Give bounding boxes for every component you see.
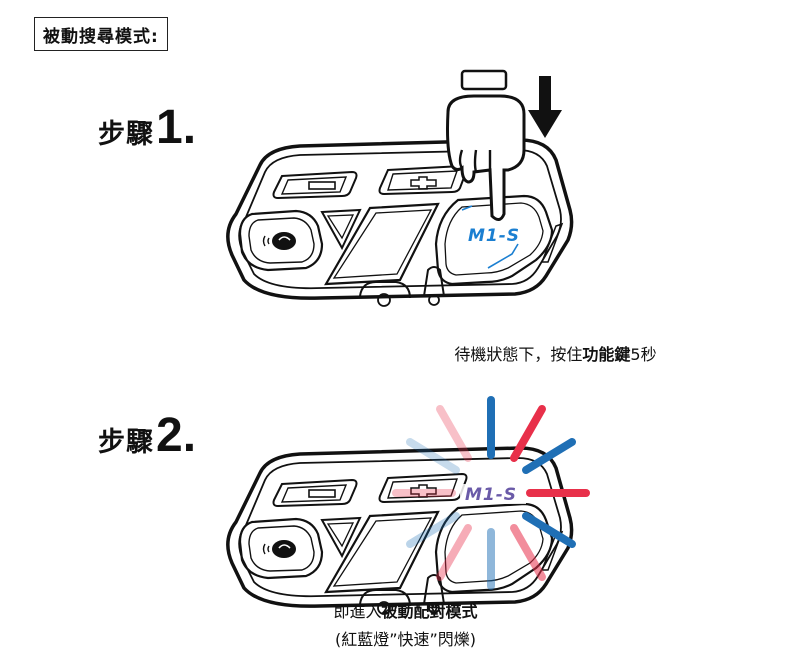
finger-press-icon [446,69,526,221]
step-2-note: (紅藍燈”快速”閃爍) [334,630,477,649]
step-2-caption: 即進入被動配對模式 [0,598,811,622]
device-logo-step-2: M1-S [465,485,517,505]
arrow-down-icon [528,76,562,138]
blinking-lights [392,396,590,590]
device-logo-step-1: M1-S [468,226,520,246]
step-2-word: 步驟 [98,427,154,458]
caption-2-prefix: 即進入 [333,602,382,621]
device-step-1: M1-S [226,138,574,308]
caption-2-bold: 被動配對模式 [381,602,478,621]
caption-1-bold: 功能鍵 [582,345,631,364]
step-1-number: 1. [156,101,197,154]
step-1-word: 步驟 [98,119,154,150]
caption-1-prefix: 待機狀態下，按住 [454,345,583,364]
mode-title: 被動搜尋模式: [34,17,168,51]
step-2-number: 2. [156,409,197,462]
step-2-label: 步驟 2. [98,412,196,460]
step-1-label: 步驟 1. [98,104,196,152]
step-1-caption: 待機狀態下，按住功能鍵5秒 [150,341,811,365]
caption-1-suffix: 5秒 [630,345,657,364]
